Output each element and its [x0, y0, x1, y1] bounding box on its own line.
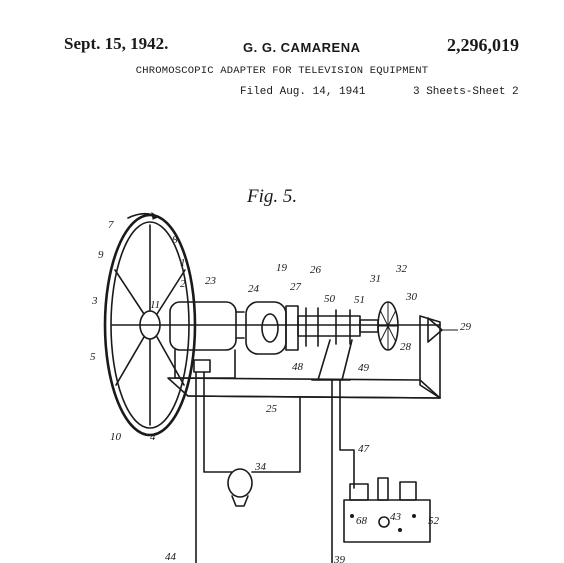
- control-unit: [343, 477, 431, 543]
- ref-19: 19: [276, 262, 288, 274]
- ref-24: 24: [248, 283, 260, 295]
- ref-49: 49: [358, 362, 370, 374]
- filed-date: Filed Aug. 14, 1941: [240, 86, 366, 98]
- ref-28: 28: [400, 341, 412, 353]
- patent-date: Sept. 15, 1942.: [64, 34, 169, 53]
- ref-29: 29: [460, 321, 472, 333]
- ref-23: 23: [205, 275, 217, 287]
- ref-11: 11: [150, 299, 160, 311]
- wiring: [195, 371, 355, 563]
- ref-3: 3: [91, 295, 98, 307]
- ref-31: 31: [369, 273, 381, 285]
- ref-30: 30: [405, 291, 418, 303]
- ref-51: 51: [354, 294, 365, 306]
- ref-1: 1: [180, 257, 186, 269]
- ref-52: 52: [428, 515, 440, 527]
- ref-5: 5: [90, 351, 96, 363]
- generator-24: [245, 301, 299, 355]
- lamp-34: [227, 468, 253, 507]
- ref-26: 26: [310, 264, 322, 276]
- inventor-name: G. G. CAMARENA: [243, 40, 361, 55]
- ref-25: 25: [266, 403, 278, 415]
- ref-68: 68: [356, 515, 368, 527]
- patent-number: 2,296,019: [447, 35, 519, 55]
- shutter-assembly: [297, 307, 361, 381]
- ref-50: 50: [324, 293, 336, 305]
- drive-wheel: [103, 211, 197, 437]
- ref-7: 7: [108, 219, 114, 231]
- ref-27: 27: [290, 281, 302, 293]
- motor-23: [169, 301, 245, 379]
- reference-numerals: 7 8 9 1 2 3 11 23 19 24 27 26 31 32 30 2…: [90, 219, 472, 563]
- ref-44: 44: [165, 551, 177, 563]
- base-plate: [167, 377, 441, 399]
- ref-47: 47: [358, 443, 370, 455]
- ref-10: 10: [110, 431, 122, 443]
- bracket-and-gear: [419, 315, 458, 399]
- color-disc: [359, 301, 399, 351]
- ref-43: 43: [390, 511, 402, 523]
- patent-title: CHROMOSCOPIC ADAPTER FOR TELEVISION EQUI…: [135, 65, 429, 77]
- ref-4: 4: [150, 431, 156, 443]
- ref-9: 9: [98, 249, 104, 261]
- ref-8: 8: [172, 234, 178, 246]
- ref-39: 39: [333, 554, 346, 563]
- sheet-count: 3 Sheets-Sheet 2: [413, 86, 519, 98]
- ref-32: 32: [395, 263, 408, 275]
- figure-label: Fig. 5.: [246, 186, 297, 207]
- ref-2: 2: [180, 278, 186, 290]
- ref-48: 48: [292, 361, 304, 373]
- ref-34: 34: [254, 461, 267, 473]
- switch-box: [193, 359, 211, 373]
